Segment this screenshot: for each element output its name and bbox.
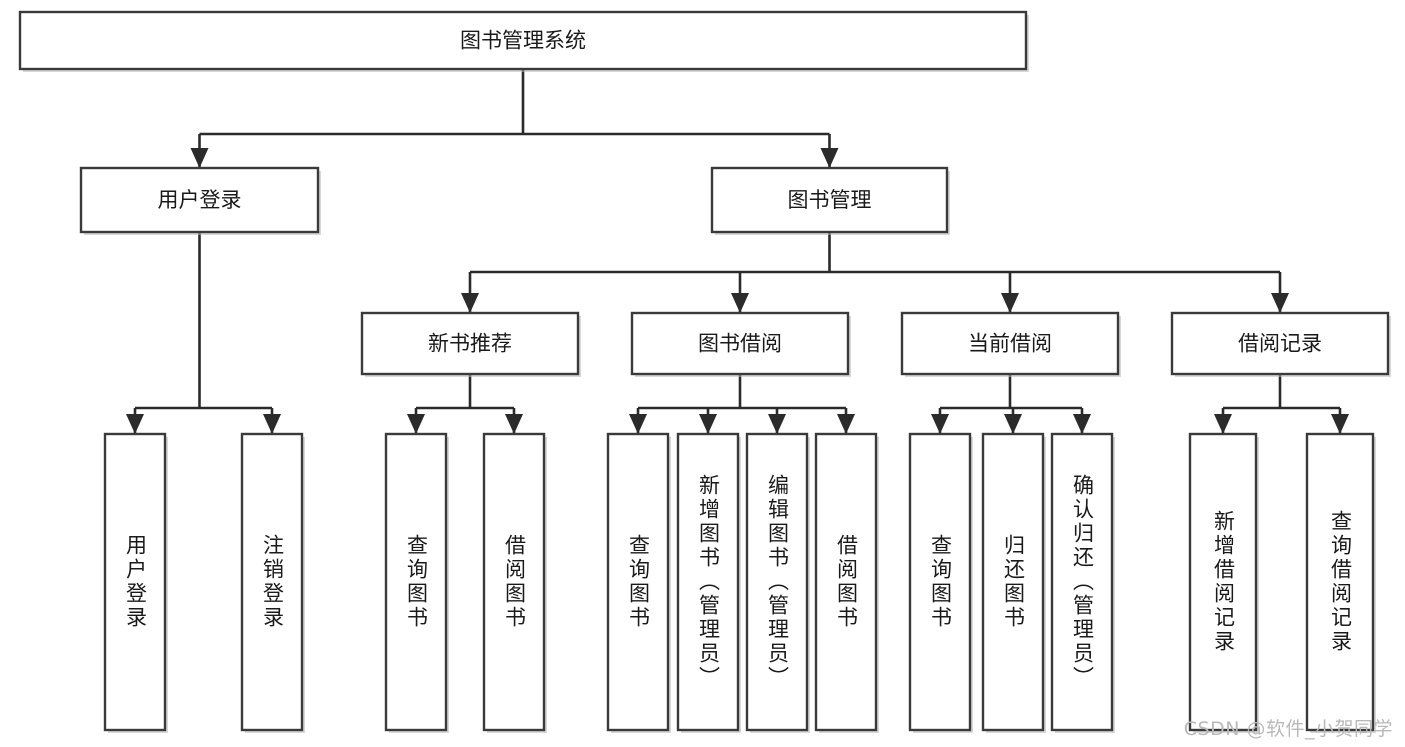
leaf-node-box-3[interactable] — [482, 432, 546, 732]
arrow-head-0 — [407, 414, 425, 434]
level3-node-box-0[interactable] — [360, 311, 580, 376]
leaf-node-box-8[interactable] — [908, 432, 972, 732]
arrow-head-1 — [731, 293, 749, 313]
level2-node-box-1[interactable] — [710, 166, 949, 234]
level3-node-box-1[interactable] — [630, 311, 850, 376]
arrow-head-1 — [263, 414, 281, 434]
leaf-node-box-11[interactable] — [1188, 432, 1258, 732]
arrow-head-1 — [505, 414, 523, 434]
arrow-head-3 — [837, 414, 855, 434]
leaf-node-box-2[interactable] — [384, 432, 448, 732]
watermark-credit: CSDN @软件_小贺同学 — [1183, 718, 1393, 740]
level3-node-label-2: 当前借阅 — [968, 332, 1052, 356]
level3-node-box-2[interactable] — [900, 311, 1120, 376]
leaf-node-box-9[interactable] — [981, 432, 1045, 732]
level3-node-label-3: 借阅记录 — [1238, 332, 1322, 356]
arrow-head-1 — [699, 414, 717, 434]
node-box-layer — [18, 10, 1391, 733]
level2-node-label-1: 图书管理 — [788, 188, 872, 212]
arrow-head-0 — [126, 414, 144, 434]
leaf-node-box-12[interactable] — [1305, 432, 1375, 732]
leaf-node-box-5[interactable] — [676, 432, 740, 732]
level2-node-box-0[interactable] — [79, 166, 320, 234]
root-node-label: 图书管理系统 — [460, 29, 586, 53]
arrow-head-2 — [1073, 414, 1091, 434]
level3-node-label-1: 图书借阅 — [698, 332, 782, 356]
leaf-node-box-6[interactable] — [745, 432, 809, 732]
level3-node-label-0: 新书推荐 — [428, 332, 512, 356]
arrow-head-2 — [1001, 293, 1019, 313]
arrow-head-0 — [461, 293, 479, 313]
leaf-node-box-4[interactable] — [606, 432, 670, 732]
connector-layer — [126, 69, 1349, 434]
level3-node-box-3[interactable] — [1170, 311, 1390, 376]
leaf-node-box-7[interactable] — [814, 432, 878, 732]
level2-node-label-0: 用户登录 — [158, 188, 242, 212]
arrow-head-1 — [820, 148, 839, 168]
arrow-head-1 — [1331, 414, 1349, 434]
leaf-node-box-1[interactable] — [240, 432, 304, 732]
root-node-box[interactable] — [18, 10, 1028, 71]
arrow-head-0 — [629, 414, 647, 434]
arrow-head-0 — [1214, 414, 1232, 434]
arrow-head-2 — [768, 414, 786, 434]
leaf-node-box-0[interactable] — [103, 432, 167, 732]
arrow-head-3 — [1271, 293, 1289, 313]
leaf-node-box-10[interactable] — [1050, 432, 1114, 732]
arrow-head-0 — [190, 148, 209, 168]
arrow-head-1 — [1004, 414, 1022, 434]
arrow-head-0 — [931, 414, 949, 434]
